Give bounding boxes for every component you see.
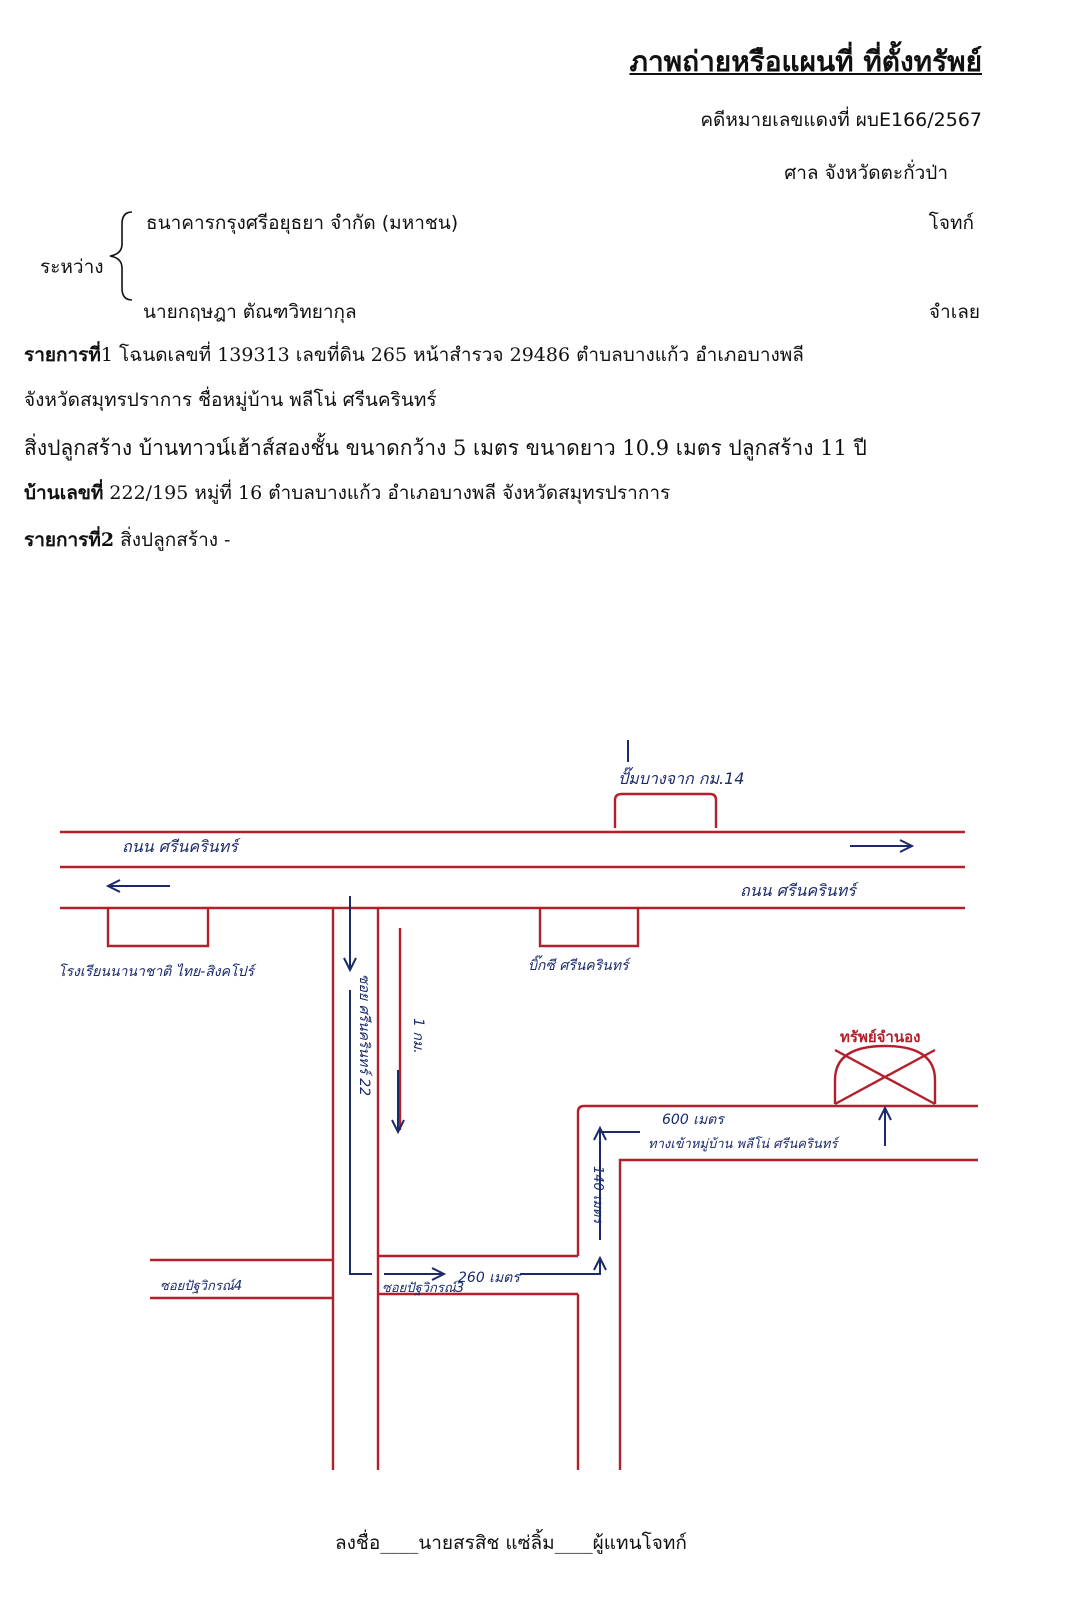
distance-1km: 1 กม. [410, 1018, 426, 1054]
soi22-label: ซอย ศรีนครินทร์ 22 [356, 974, 373, 1096]
item2-line: รายการที่2 สิ่งปลูกสร้าง - [24, 529, 231, 551]
house-address: บ้านเลขที่ 222/195 หมู่ที่ 16 ตำบลบางแก้… [24, 482, 671, 504]
village-entrance-label: ทางเข้าหมู่บ้าน พลีโน่ ศรีนครินทร์ [648, 1136, 840, 1152]
between-label: ระหว่าง [40, 256, 104, 278]
distance-140m: 140 เมตร [590, 1166, 605, 1225]
building-line: สิ่งปลูกสร้าง บ้านทาวน์เฮ้าส์สองชั้น ขนา… [24, 436, 867, 460]
road-label-bottom: ถนน ศรีนครินทร์ [740, 881, 859, 900]
item1-line2: จังหวัดสมุทรปราการ ชื่อหมู่บ้าน พลีโน่ ศ… [24, 389, 437, 411]
case-number: คดีหมายเลขแดงที่ ผบE166/2567 [700, 109, 982, 131]
defendant-name: นายกฤษฎา ตัณฑวิทยากุล [143, 301, 357, 323]
signature-line: ลงชื่อ____นายสรสิช แซ่ลิ้ม____ผู้แทนโจทก… [335, 1532, 687, 1554]
distance-260m: 260 เมตร [458, 1270, 521, 1286]
plaintiff-name: ธนาคารกรุงศรีอยุธยา จำกัด (มหาชน) [146, 212, 459, 234]
plaintiff-role: โจทก์ [928, 212, 974, 234]
bigc-label: บิ๊กซี ศรีนครินทร์ [528, 955, 631, 974]
soi3-label: ซอยปัฐวิกรณ์3 [382, 1280, 464, 1296]
item1-line1: รายการที่1 โฉนดเลขที่ 139313 เลขที่ดิน 2… [24, 344, 804, 366]
defendant-role: จำเลย [928, 301, 980, 323]
gas-station-label: ปั๊มบางจาก กม.14 [618, 767, 744, 788]
curly-brace [109, 211, 133, 301]
location-map: ถนน ศรีนครินทร์ ถนน ศรีนครินทร์ ปั๊มบางจ… [58, 740, 978, 1470]
distance-600m: 600 เมตร [662, 1112, 725, 1128]
property-label: ทรัพย์จำนอง [840, 1028, 920, 1046]
court-name: ศาล จังหวัดตะกั่วป่า [784, 162, 948, 184]
document-title: ภาพถ่ายหรือแผนที่ ที่ตั้งทรัพย์ [629, 45, 982, 78]
soi4-label: ซอยปัฐวิกรณ์4 [160, 1278, 242, 1294]
school-label: โรงเรียนนานาชาติ ไทย-สิงคโปร์ [58, 963, 257, 980]
road-label-top: ถนน ศรีนครินทร์ [122, 837, 241, 856]
